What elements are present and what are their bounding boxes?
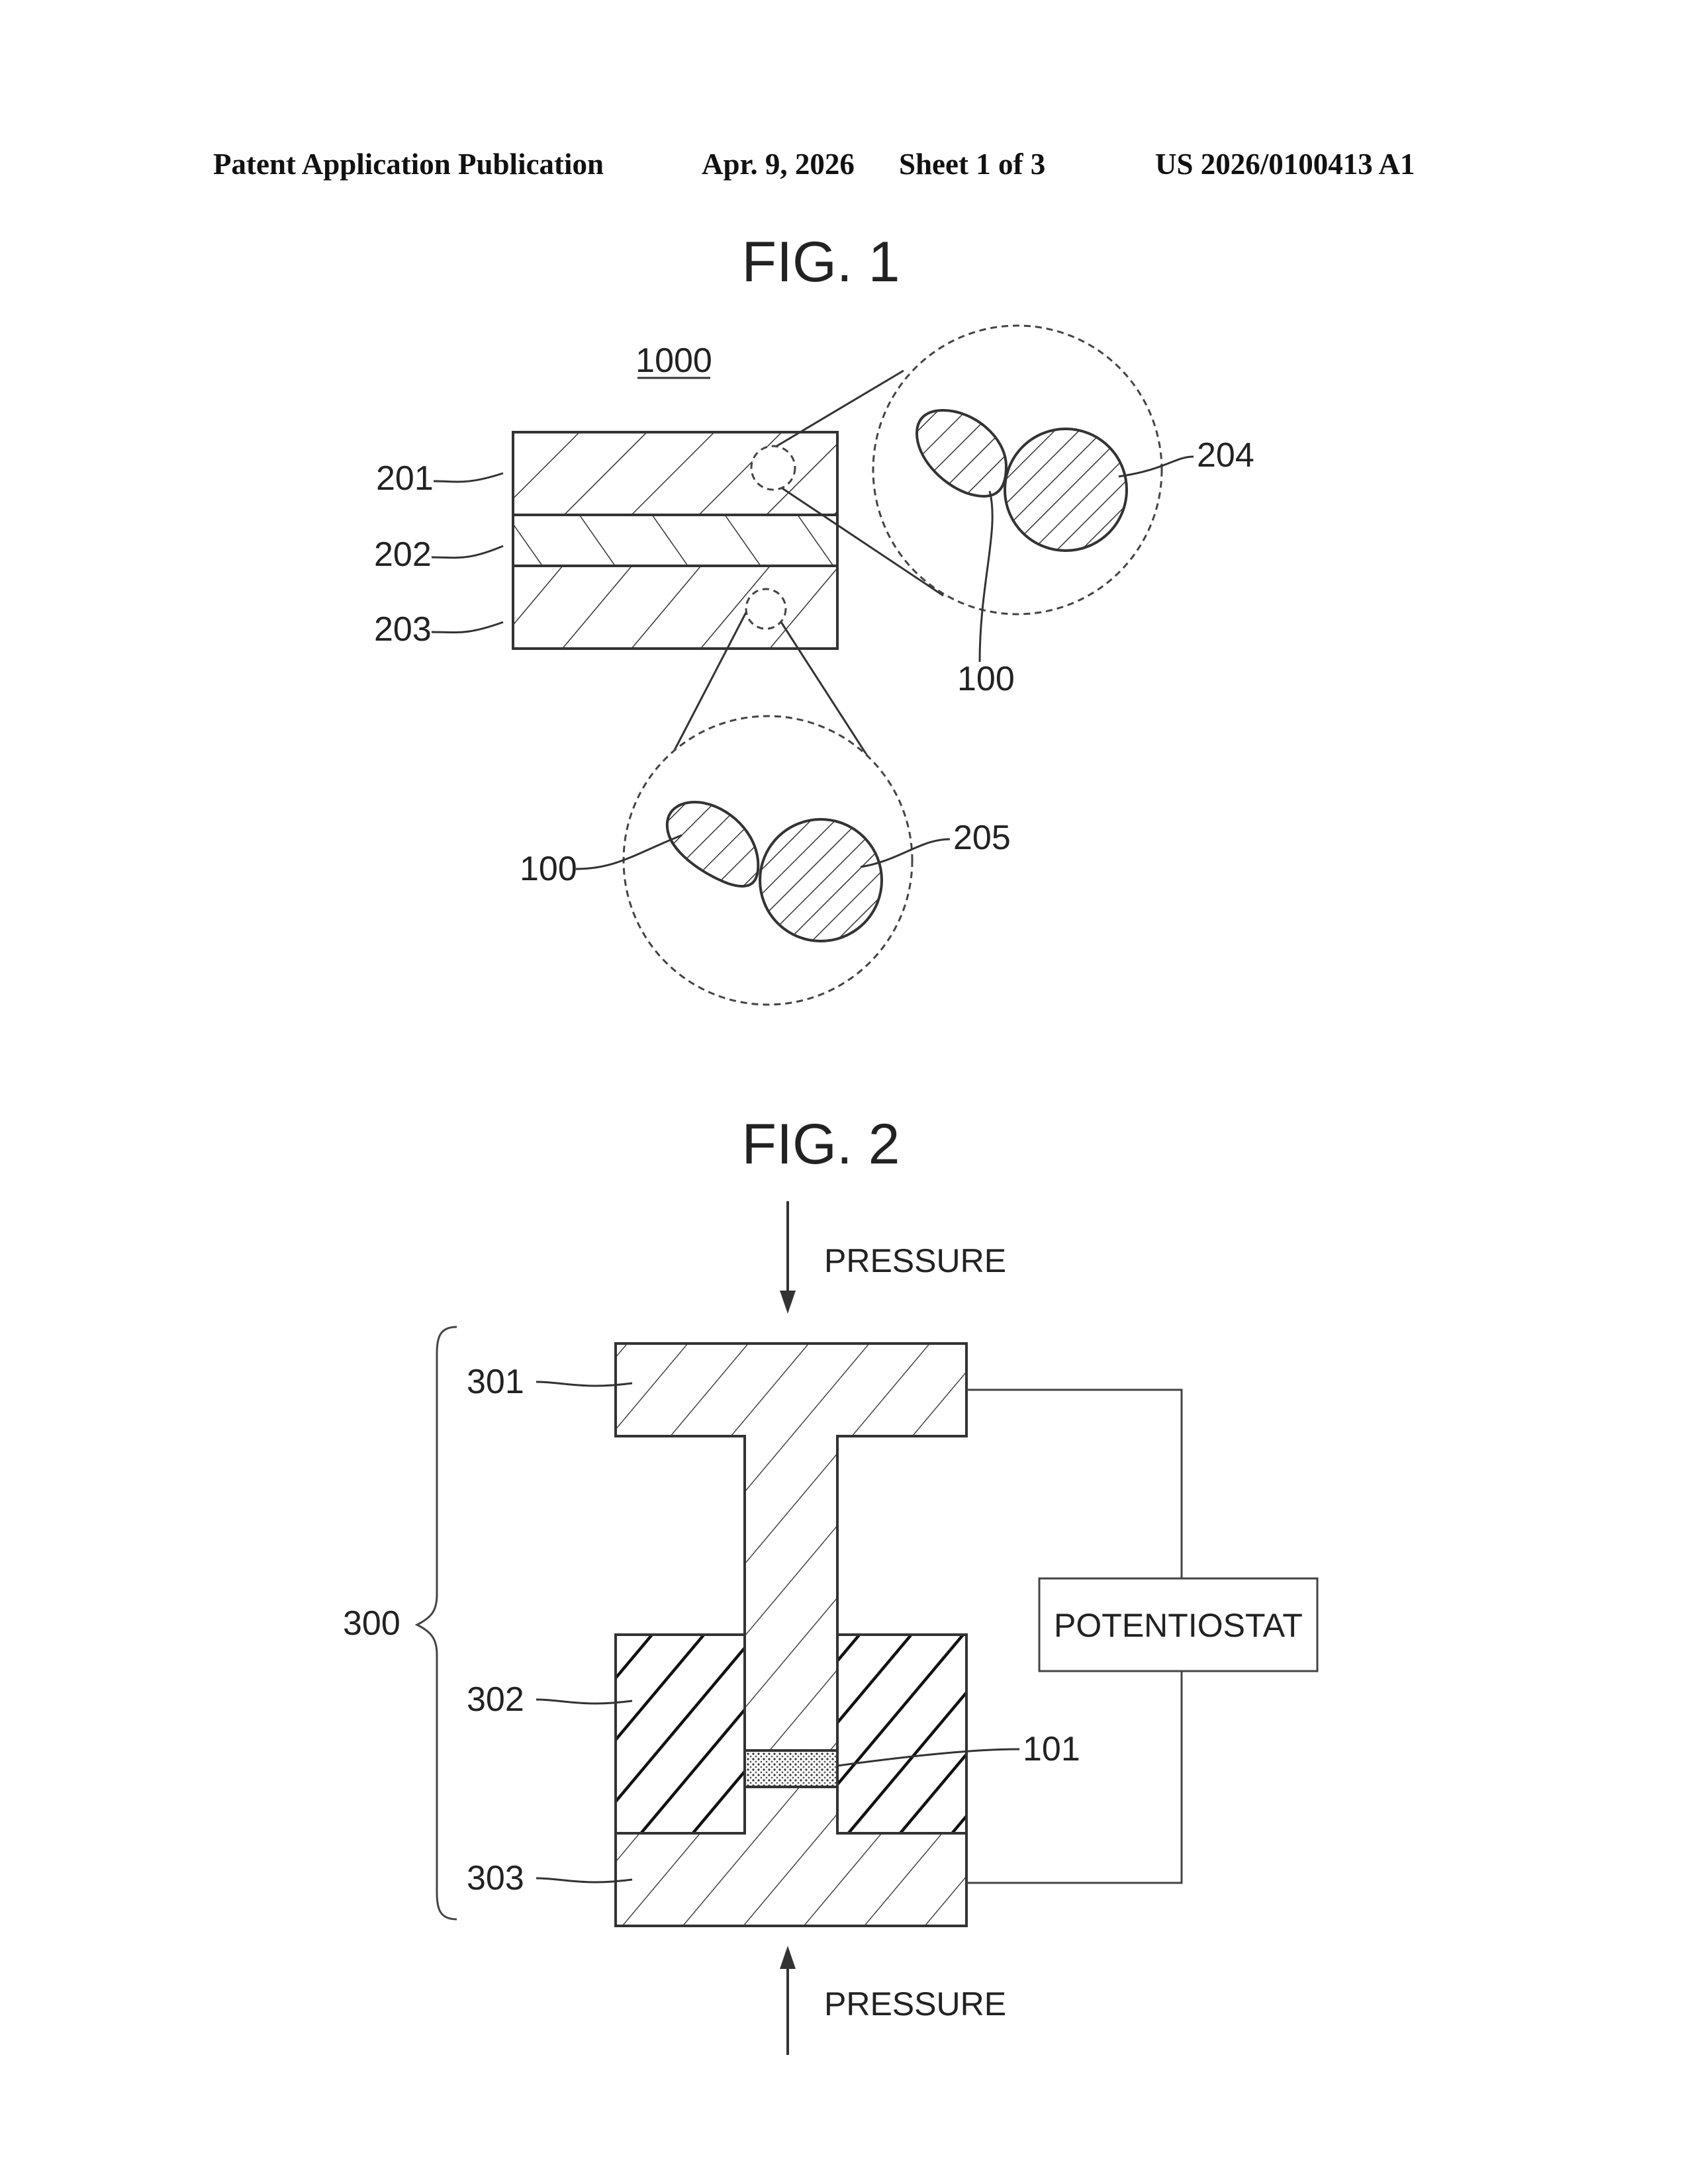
ref-201: 201 [376,459,434,498]
leader-202 [432,546,503,558]
upper-magnified-view [873,326,1162,614]
ref-301: 301 [467,1363,524,1401]
ref-303: 303 [467,1859,524,1897]
ref-205: 205 [953,819,1011,857]
pressure-label-top: PRESSURE [824,1242,1006,1279]
pressure-arrow-bottom-head [780,1946,796,1969]
particle-205 [760,819,882,941]
ref-300: 300 [343,1604,400,1643]
upper-detail-spot [751,446,795,490]
layer-202 [513,515,837,566]
layered-stack [513,432,837,649]
ref-101: 101 [1023,1730,1080,1768]
fig1-title: FIG. 1 [742,230,900,294]
leader-201 [434,473,503,482]
layer-203 [513,566,837,649]
wire-top [966,1390,1182,1578]
potentiostat-label: POTENTIOSTAT [1054,1607,1303,1644]
leader-203 [432,622,503,633]
ref-202: 202 [374,535,432,574]
particle-204 [1005,429,1127,551]
die-right [837,1635,966,1833]
lower-detail-spot [746,589,786,629]
assembly-brace [417,1327,457,1919]
ref-1000: 1000 [635,341,712,380]
ref-302: 302 [467,1680,524,1719]
sample-101 [745,1751,837,1787]
die-left [616,1635,745,1833]
ref-100-upper: 100 [957,660,1015,698]
lower-magnified-view [624,716,912,1005]
ref-100-lower: 100 [520,850,577,888]
fig2-title: FIG. 2 [742,1113,900,1176]
wire-bottom [966,1671,1182,1883]
pressure-arrow-top-head [780,1291,796,1314]
ref-204: 204 [1197,436,1254,475]
ref-203: 203 [374,610,432,649]
pressure-label-bottom: PRESSURE [824,1985,1006,2023]
